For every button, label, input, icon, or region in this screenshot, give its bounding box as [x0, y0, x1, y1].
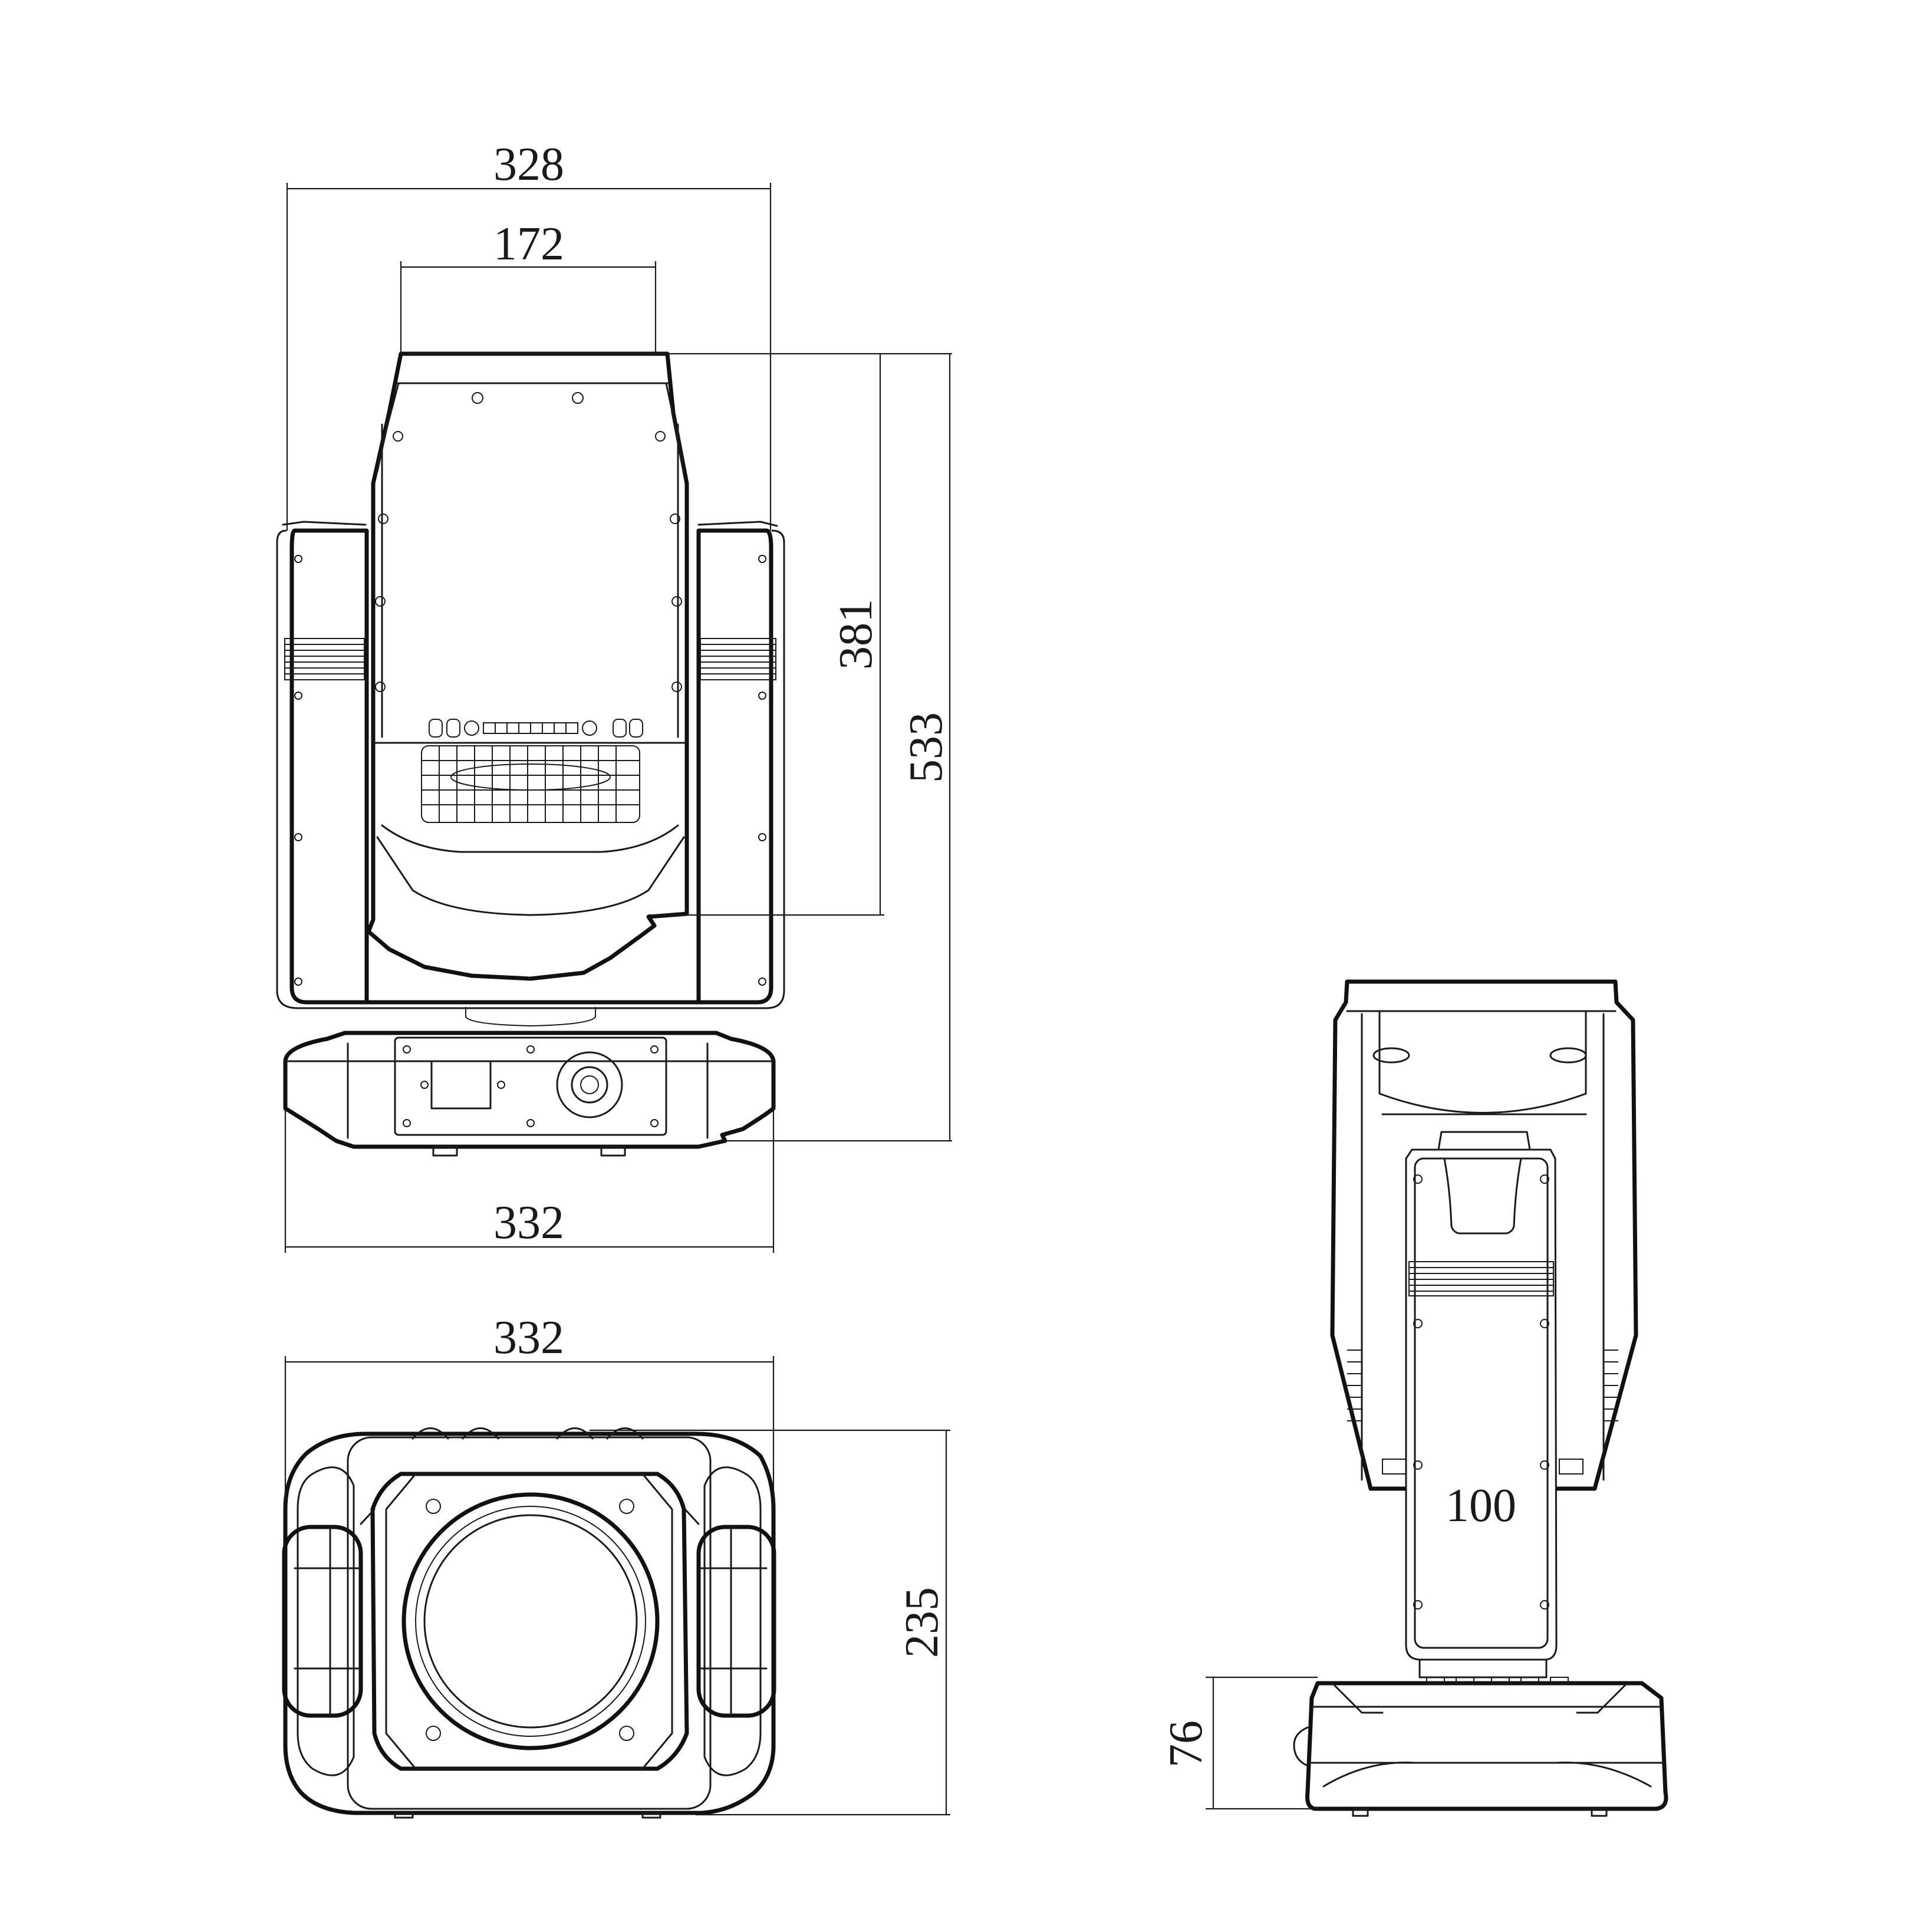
top-head-outline	[370, 1472, 689, 1771]
dim-top-width: 332	[493, 1312, 564, 1364]
control-knob-outer	[556, 1051, 623, 1118]
side-base-connectors	[1426, 1677, 1569, 1685]
side-pan-neck	[1418, 1658, 1548, 1678]
dim-side-arm-width: 100	[1446, 1480, 1516, 1532]
side-base-knob	[1293, 1726, 1309, 1767]
top-lens-outer	[401, 1492, 660, 1750]
side-arm-stripes	[1408, 1261, 1554, 1296]
dim-front-total-height: 533	[900, 712, 952, 783]
top-connectors	[411, 1427, 644, 1440]
display-screen	[430, 1060, 492, 1110]
top-handle-left	[297, 1466, 355, 1776]
top-base-outline	[283, 1431, 776, 1815]
front-pan-bearing	[465, 1007, 596, 1027]
front-base-feet	[432, 1146, 626, 1157]
dim-front-head-height: 381	[830, 599, 882, 670]
side-head-outline	[1330, 979, 1638, 1491]
dim-front-width-top: 328	[493, 139, 564, 190]
front-head-screws	[375, 392, 682, 692]
side-base-outline	[1305, 1681, 1668, 1811]
side-dimensions	[1206, 1676, 1318, 1810]
front-head-outline	[366, 351, 689, 981]
front-view: 328 172 381 533 332	[276, 139, 952, 1253]
dim-front-base-width: 332	[493, 1197, 564, 1249]
top-dimensions	[284, 1356, 950, 1816]
side-arm-screws	[1413, 1174, 1549, 1610]
front-arm-stripes	[284, 638, 776, 680]
top-view: 332 235	[282, 1312, 950, 1819]
front-arm-screws	[294, 555, 766, 986]
front-dimensions	[284, 183, 952, 1253]
side-arm-handle	[1443, 1157, 1522, 1235]
front-control-panel	[394, 1036, 667, 1136]
front-base-outline	[283, 1031, 776, 1149]
top-lens-inner	[423, 1514, 638, 1729]
front-yoke-left-arm	[289, 528, 369, 1005]
front-yoke-right-arm	[696, 528, 773, 1005]
dim-front-head-width: 172	[493, 218, 564, 270]
front-head-vents	[421, 719, 643, 823]
front-yoke-bottom	[364, 923, 701, 1005]
side-vents	[1347, 1350, 1618, 1474]
side-arm-outline	[1405, 1148, 1558, 1661]
top-arm-left	[282, 1525, 363, 1718]
top-handle-right	[703, 1466, 762, 1776]
side-view: 100 76	[1160, 979, 1668, 1817]
dim-side-base-height: 76	[1160, 1720, 1212, 1768]
top-head-screws	[426, 1499, 634, 1741]
top-arm-right	[696, 1525, 776, 1718]
dim-top-depth: 235	[896, 1587, 948, 1658]
